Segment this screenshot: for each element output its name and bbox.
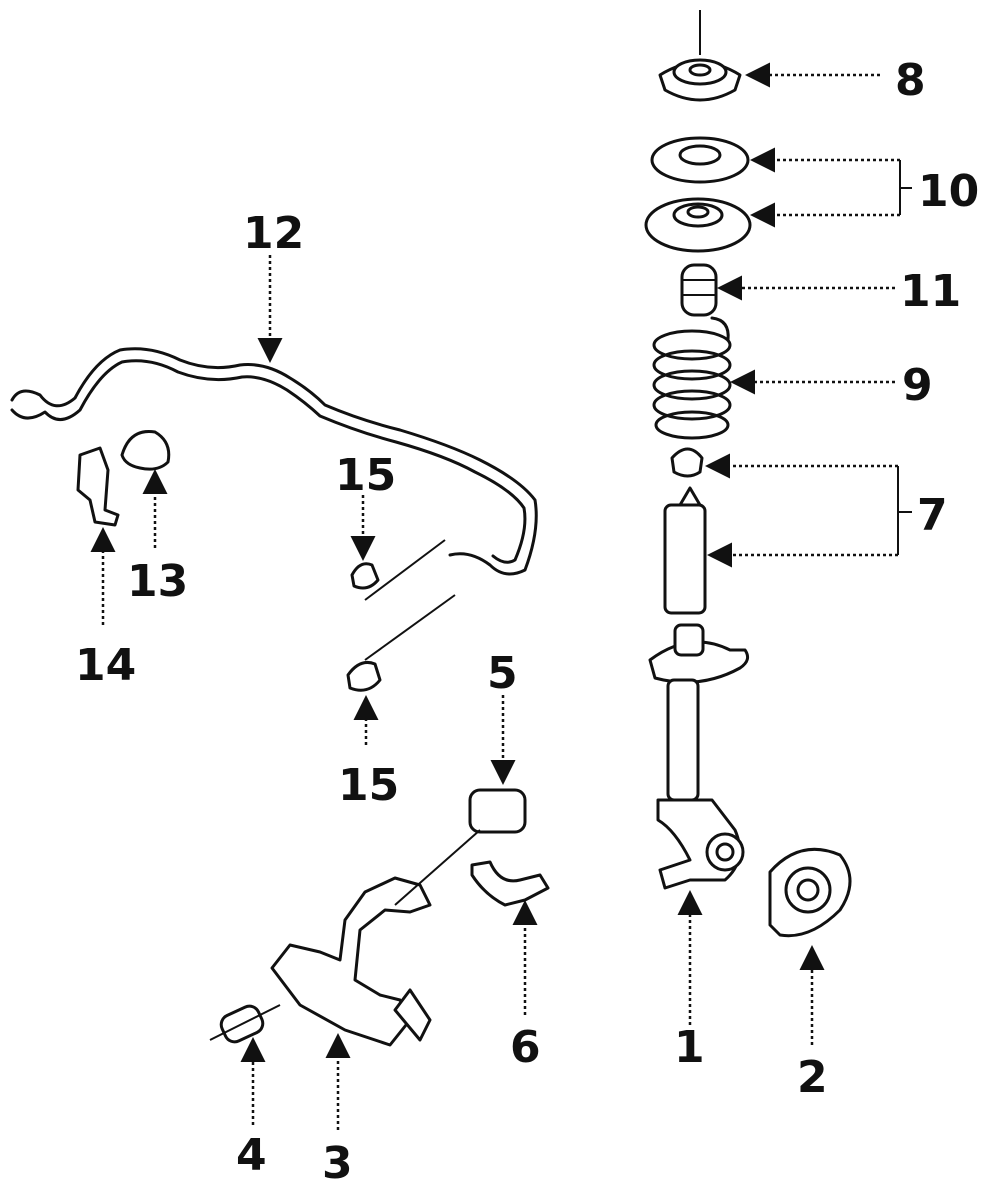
- shock-absorber-part: [663, 486, 707, 615]
- callout-11: 11: [900, 266, 961, 317]
- bushing-clamp-part: [470, 860, 550, 907]
- stabilizer-bar-part: [10, 347, 538, 576]
- coil-spring-part: [652, 316, 732, 440]
- stabilizer-bracket-part: [76, 446, 120, 527]
- callout-14: 14: [75, 640, 136, 691]
- callout-8: 8: [895, 55, 926, 106]
- callout-2: 2: [797, 1052, 828, 1103]
- callout-12: 12: [243, 208, 304, 259]
- callout-6: 6: [510, 1022, 541, 1073]
- jounce-bumper-part: [670, 447, 704, 478]
- callout-labels: 1 2 3 4 5 6 7 8 9 10 11 12 13 14 15 15: [75, 55, 979, 1189]
- spring-seat-upper-part: [650, 136, 750, 184]
- link-bushing-lower-part: [346, 594, 456, 692]
- control-arm-bushing-front-part: [209, 1004, 281, 1044]
- lower-control-arm-part: [270, 876, 432, 1047]
- strut-housing-part: [648, 623, 750, 890]
- callout-5: 5: [487, 648, 518, 699]
- leader-lines: [90, 62, 912, 1130]
- callout-15-lower: 15: [338, 760, 399, 811]
- callout-1: 1: [674, 1022, 705, 1073]
- callout-3: 3: [322, 1138, 353, 1189]
- callout-7: 7: [917, 490, 948, 541]
- bump-stop-part: [680, 263, 718, 317]
- spring-seat-lower-part: [644, 197, 752, 253]
- callout-15-upper: 15: [335, 450, 396, 501]
- link-bushing-upper-part: [350, 539, 446, 601]
- strut-mount-part: [658, 10, 742, 102]
- callout-9: 9: [902, 360, 933, 411]
- callout-4: 4: [236, 1130, 267, 1181]
- rotor-shield-part: [768, 847, 852, 938]
- stabilizer-bushing-part: [120, 429, 171, 471]
- control-arm-bushing-rear-part: [394, 788, 527, 906]
- callout-13: 13: [127, 556, 188, 607]
- callout-10: 10: [918, 166, 979, 217]
